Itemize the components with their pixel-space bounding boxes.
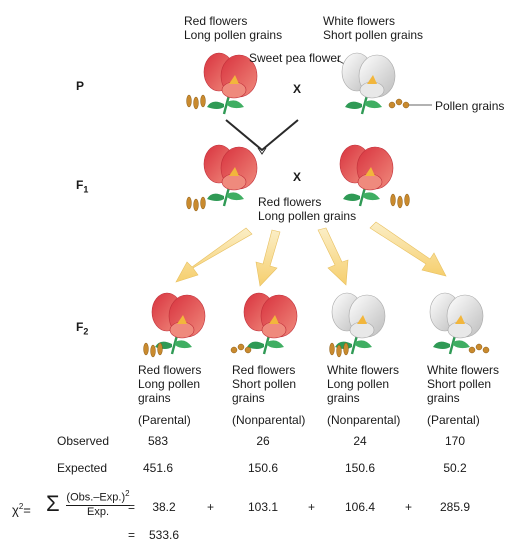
chi-term-4: 285.9: [439, 500, 471, 514]
plus-2: +: [308, 500, 316, 514]
flower-f2-3: [331, 292, 386, 355]
generation-p: P: [76, 79, 85, 93]
generation-f2: F2: [76, 320, 89, 337]
sigma-symbol: Σ: [46, 491, 60, 516]
parent-red-label-1: Red flowers: [184, 14, 248, 28]
f2-arrows: [175, 221, 447, 287]
pollen-f2-4: [468, 343, 490, 354]
cross-symbol-f1: X: [293, 170, 302, 184]
parent-white-label-2: Short pollen grains: [323, 28, 424, 42]
f2-2-line1: Red flowers: [232, 363, 296, 377]
sweet-pea-flower-label: Sweet pea flower: [249, 51, 342, 65]
chi-term-1: 38.2: [152, 500, 176, 514]
f2-3-line3: grains: [327, 391, 360, 405]
expected-value-1: 451.6: [142, 461, 174, 475]
chi-term-2: 103.1: [247, 500, 279, 514]
observed-value-1: 583: [147, 434, 169, 448]
pollen-f2-3: [329, 342, 349, 358]
f1-label-2: Long pollen grains: [258, 209, 357, 223]
chi-equals: =: [128, 500, 136, 514]
f2-3-line2: Long pollen: [327, 377, 390, 391]
pollen-f1-right: [390, 193, 410, 209]
chi-total: 533.6: [148, 528, 180, 542]
f2-1-line3: grains: [138, 391, 171, 405]
chi-square-symbol: χ2=: [12, 502, 31, 518]
observed-value-2: 26: [256, 434, 270, 448]
f2-1-type: (Parental): [138, 413, 191, 427]
expected-value-2: 150.6: [247, 461, 279, 475]
flower-f1-right: [339, 144, 394, 207]
flower-p-red: [203, 52, 258, 115]
f2-1-line2: Long pollen: [138, 377, 201, 391]
expected-value-3: 150.6: [344, 461, 376, 475]
f2-2-line3: grains: [232, 391, 265, 405]
pollen-p-long: [186, 94, 206, 110]
flower-f2-4: [429, 292, 484, 355]
f2-1-line1: Red flowers: [138, 363, 202, 377]
observed-value-3: 24: [353, 434, 367, 448]
cross-symbol-p: X: [293, 82, 302, 96]
flower-f2-2: [243, 292, 298, 355]
parent-white-label-1: White flowers: [323, 14, 396, 28]
chi-term-3: 106.4: [344, 500, 376, 514]
expected-label: Expected: [57, 461, 108, 475]
generation-f1: F1: [76, 178, 89, 195]
f2-4-line3: grains: [427, 391, 460, 405]
f2-3-type: (Nonparental): [327, 413, 401, 427]
chi-denominator: Exp.: [86, 505, 109, 518]
pollen-f1-left: [186, 196, 206, 212]
arrow-4: [369, 221, 447, 277]
f2-4-line1: White flowers: [427, 363, 500, 377]
arrow-3: [317, 227, 349, 286]
pollen-p-short: [388, 98, 410, 109]
f2-3-line1: White flowers: [327, 363, 400, 377]
chi-total-equals: =: [128, 528, 136, 542]
flower-illustrations: [143, 52, 490, 358]
pollen-f2-1: [143, 342, 163, 358]
chi-numerator: (Obs.–Exp.)2: [66, 489, 130, 506]
f1-label-1: Red flowers: [258, 195, 322, 209]
flower-p-white: [341, 52, 396, 115]
arrow-1: [175, 227, 253, 283]
pollen-f2-2: [230, 343, 252, 354]
f2-4-line2: Short pollen: [427, 377, 492, 391]
f2-4-type: (Parental): [427, 413, 480, 427]
f2-2-type: (Nonparental): [232, 413, 306, 427]
observed-label: Observed: [57, 434, 110, 448]
chi-fraction: (Obs.–Exp.)2 Exp.: [66, 489, 130, 518]
plus-1: +: [207, 500, 215, 514]
observed-value-4: 170: [444, 434, 466, 448]
f2-2-line2: Short pollen: [232, 377, 297, 391]
cross-chevron: [225, 119, 299, 152]
flower-f2-1: [151, 292, 206, 355]
plus-3: +: [405, 500, 413, 514]
pollen-grains-label: Pollen grains: [435, 99, 505, 113]
arrow-2: [255, 229, 281, 287]
parent-red-label-2: Long pollen grains: [184, 28, 283, 42]
expected-value-4: 50.2: [443, 461, 467, 475]
flower-f1-left: [203, 144, 258, 207]
